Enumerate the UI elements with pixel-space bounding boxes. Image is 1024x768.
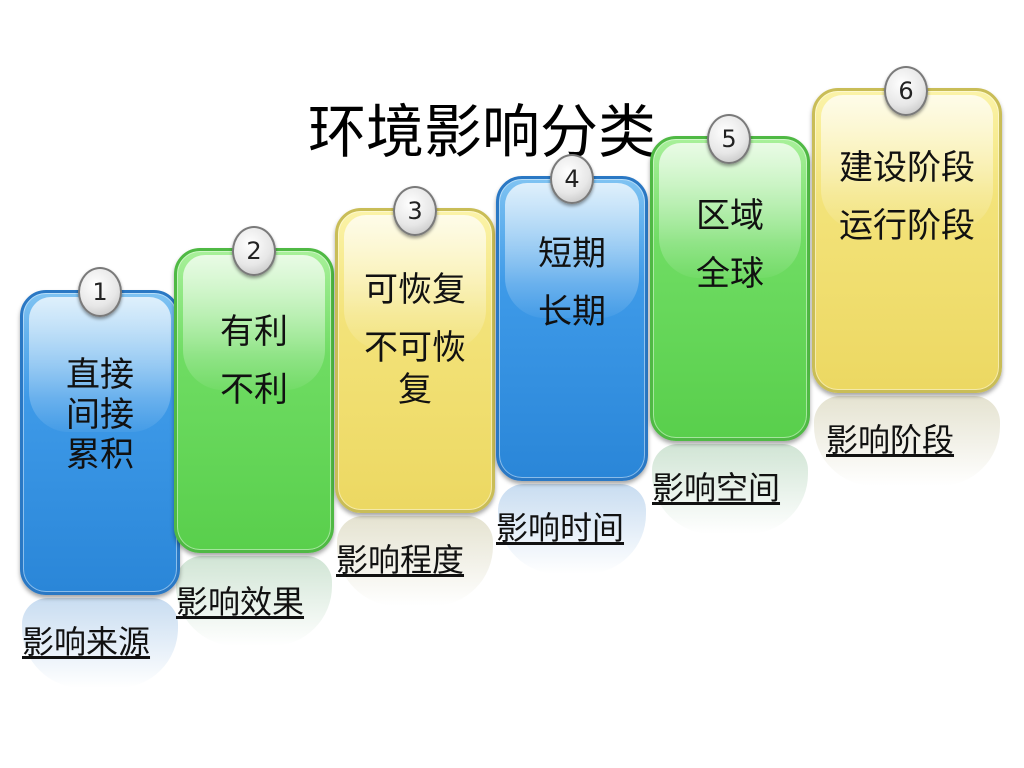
step-1-item: 直接 <box>66 355 134 395</box>
step-5-number-badge: 5 <box>707 114 751 164</box>
step-3-item: 可恢复 <box>364 270 466 310</box>
step-card-2: 有利 不利 <box>174 248 334 553</box>
step-6-number-badge: 6 <box>884 66 928 116</box>
step-3-item: 不可恢复 <box>364 328 466 410</box>
step-1-number-badge: 1 <box>78 267 122 317</box>
step-card-1: 直接 间接 累积 <box>20 290 180 595</box>
card-reflection <box>22 598 178 688</box>
slide-title: 环境影响分类 <box>308 98 657 166</box>
step-5-item: 全球 <box>696 254 764 294</box>
card-reflection <box>176 556 332 646</box>
card-reflection <box>652 444 808 534</box>
step-4-category-label: 影响时间 <box>496 509 625 547</box>
step-1-item: 间接 <box>66 395 134 435</box>
step-1-category-label: 影响来源 <box>22 623 151 661</box>
card-reflection <box>814 396 1000 486</box>
step-card-5: 区域 全球 <box>650 136 810 441</box>
step-card-3: 可恢复 不可恢复 <box>335 208 495 513</box>
step-card-6: 建设阶段 运行阶段 <box>812 88 1002 393</box>
card-reflection <box>498 484 646 574</box>
step-4-item: 长期 <box>538 292 606 332</box>
step-6-item: 建设阶段 <box>839 148 975 188</box>
step-3-number-badge: 3 <box>393 186 437 236</box>
step-1-item: 累积 <box>66 435 134 475</box>
card-reflection <box>337 516 493 606</box>
step-6-item: 运行阶段 <box>839 206 975 246</box>
step-4-number-badge: 4 <box>550 154 594 204</box>
step-2-item: 有利 <box>220 312 288 352</box>
step-2-number-badge: 2 <box>232 226 276 276</box>
step-5-category-label: 影响空间 <box>652 469 781 507</box>
step-6-category-label: 影响阶段 <box>826 421 955 459</box>
step-2-category-label: 影响效果 <box>176 583 305 621</box>
step-3-category-label: 影响程度 <box>336 541 465 579</box>
step-2-item: 不利 <box>220 370 288 410</box>
step-card-4: 短期 长期 <box>496 176 648 481</box>
step-4-item: 短期 <box>538 234 606 274</box>
step-5-item: 区域 <box>696 196 764 236</box>
